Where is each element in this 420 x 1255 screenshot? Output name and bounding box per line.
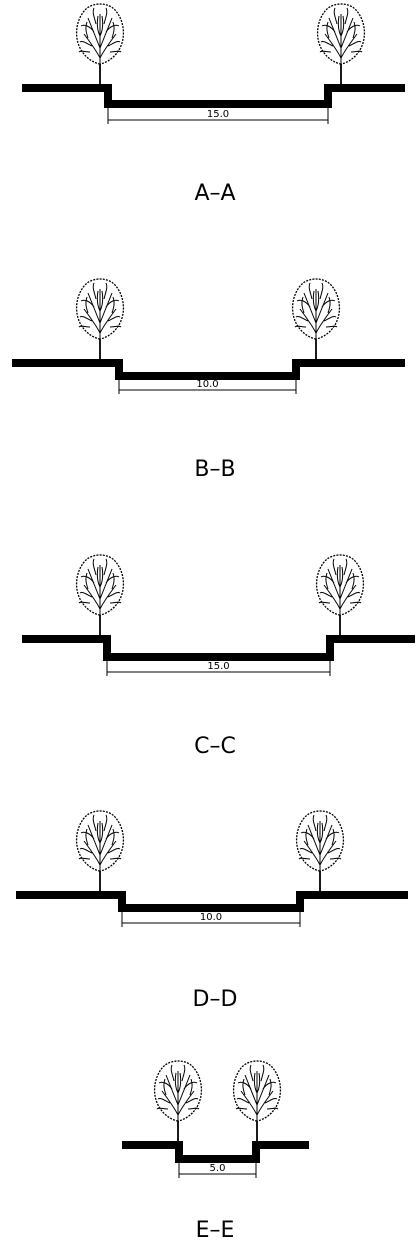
tree-icon [295, 810, 345, 898]
section-5: 5.0E–E [122, 1060, 309, 1243]
ground-profile [12, 359, 405, 380]
dimension-line [118, 380, 297, 394]
section-label: A–A [194, 181, 235, 206]
tree-icon [291, 278, 341, 366]
tree-icon [153, 1060, 203, 1148]
section-label: E–E [196, 1218, 235, 1243]
section-label: C–C [194, 734, 236, 759]
dimension-value: 15.0 [207, 661, 229, 672]
ground-profile [22, 84, 405, 108]
dimension-value: 15.0 [207, 109, 229, 120]
tree-icon [232, 1060, 282, 1148]
tree-icon [75, 278, 125, 366]
dimension-value: 10.0 [200, 912, 222, 923]
section-label: B–B [194, 457, 235, 482]
dimension-line [107, 108, 329, 124]
section-label: D–D [193, 987, 238, 1012]
dimension-value: 5.0 [210, 1163, 226, 1174]
ground-profile [122, 1141, 309, 1163]
section-3: 15.0C–C [22, 554, 415, 759]
tree-icon [316, 3, 366, 91]
tree-icon [75, 554, 125, 642]
section-1: 15.0A–A [22, 3, 405, 206]
dimension-line [178, 1163, 257, 1178]
section-4: 10.0D–D [16, 810, 408, 1012]
tree-icon [315, 554, 365, 642]
tree-icon [75, 3, 125, 91]
tree-icon [75, 810, 125, 898]
ground-profile [22, 635, 415, 661]
ground-profile [16, 891, 408, 912]
dimension-line [106, 661, 331, 676]
dimension-value: 10.0 [196, 379, 218, 390]
dimension-line [121, 912, 301, 927]
section-2: 10.0B–B [12, 278, 405, 482]
